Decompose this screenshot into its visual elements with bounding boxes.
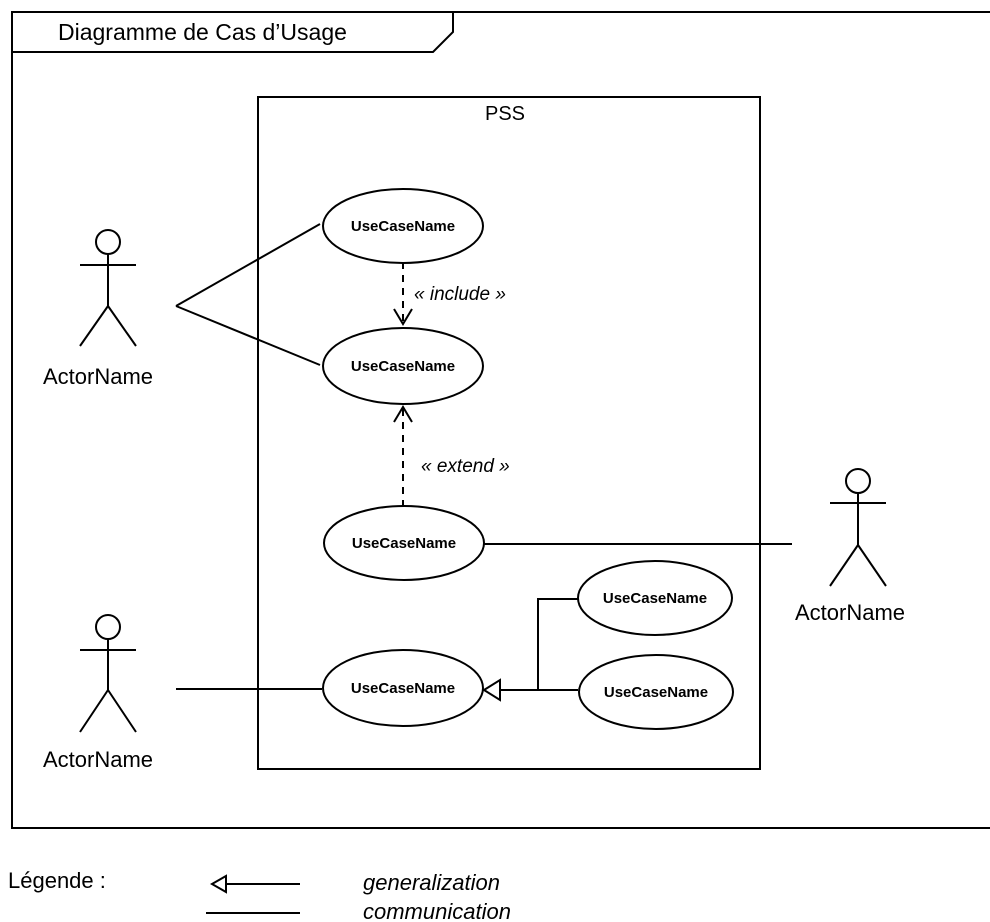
actor-head — [95, 614, 121, 640]
use-case-4[interactable]: UseCaseName — [322, 649, 484, 727]
communication-line — [175, 223, 321, 307]
legend-generalization-symbol — [209, 874, 300, 894]
include-label: « include » — [414, 284, 506, 305]
actor-1[interactable] — [79, 229, 137, 347]
actor-head — [95, 229, 121, 255]
legend-generalization-label: generalization — [363, 870, 500, 895]
diagram-frame — [11, 11, 990, 829]
use-case-3[interactable]: UseCaseName — [323, 505, 485, 581]
legend-communication-label: communication — [363, 899, 511, 922]
use-case-1[interactable]: UseCaseName — [322, 188, 484, 264]
actor-2[interactable] — [79, 614, 137, 733]
extend-arrowhead — [393, 405, 413, 423]
system-name: PSS — [485, 103, 525, 125]
system-boundary — [257, 96, 761, 770]
communication-line — [175, 305, 321, 366]
use-case-label: UseCaseName — [351, 218, 455, 235]
actor-2-label: ActorName — [43, 747, 153, 772]
actor-3[interactable] — [829, 468, 887, 587]
use-case-label: UseCaseName — [351, 680, 455, 697]
use-case-5[interactable]: UseCaseName — [577, 560, 733, 636]
use-case-2[interactable]: UseCaseName — [322, 327, 484, 405]
actor-1-label: ActorName — [43, 364, 153, 389]
legend-title: Légende : — [8, 868, 106, 893]
generalization-line — [537, 598, 578, 690]
diagram-title: Diagramme de Cas d’Usage — [58, 19, 347, 45]
use-case-6[interactable]: UseCaseName — [578, 654, 734, 730]
include-arrowhead — [393, 308, 413, 326]
extend-label: « extend » — [421, 456, 510, 477]
use-case-label: UseCaseName — [603, 590, 707, 607]
use-case-label: UseCaseName — [352, 535, 456, 552]
use-case-label: UseCaseName — [604, 684, 708, 701]
generalization-arrowhead — [482, 678, 501, 702]
actor-3-label: ActorName — [795, 600, 905, 625]
actor-head — [845, 468, 871, 494]
use-case-label: UseCaseName — [351, 358, 455, 375]
frame-title-tab — [12, 12, 454, 53]
